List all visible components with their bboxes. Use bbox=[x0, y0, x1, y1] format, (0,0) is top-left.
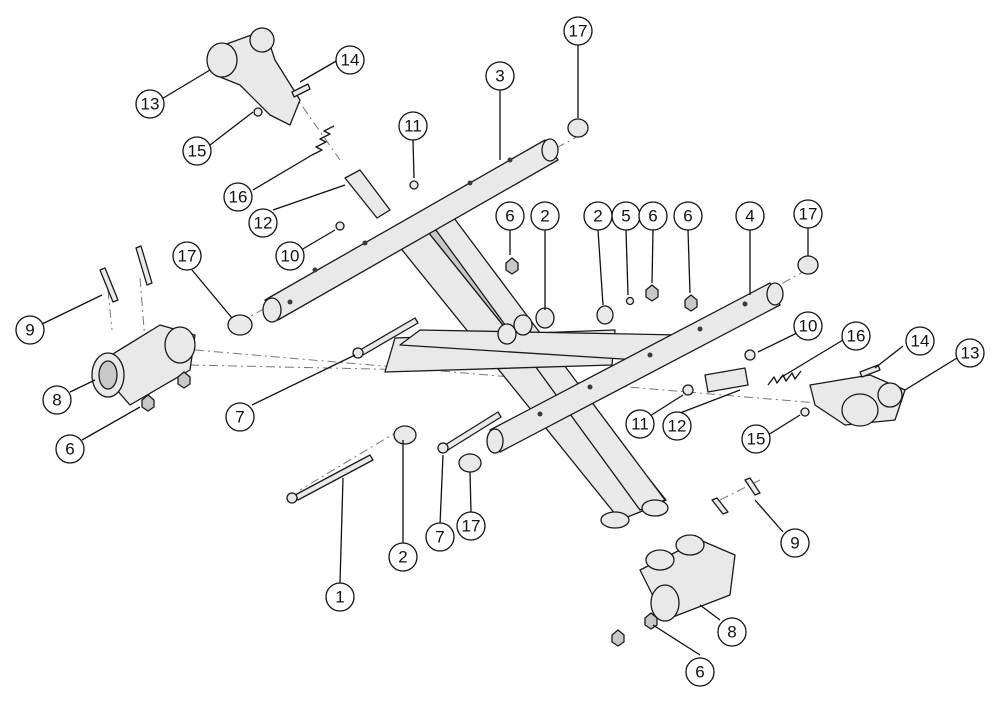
callout-number: 6 bbox=[505, 207, 514, 226]
callout-number: 6 bbox=[648, 207, 657, 226]
side-tube-3 bbox=[262, 138, 559, 323]
callout-2c: 2 bbox=[583, 201, 613, 231]
callout-number: 12 bbox=[254, 214, 273, 233]
callout-number: 13 bbox=[961, 344, 980, 363]
callout-7a: 7 bbox=[225, 402, 255, 432]
callout-8a: 8 bbox=[42, 385, 72, 415]
callout-number: 11 bbox=[631, 415, 649, 434]
callout-number: 14 bbox=[911, 332, 930, 351]
callout-number: 2 bbox=[540, 207, 549, 226]
callout-number: 2 bbox=[593, 207, 602, 226]
callout-number: 6 bbox=[695, 663, 704, 682]
callout-4: 4 bbox=[735, 201, 765, 231]
callout-number: 1 bbox=[335, 588, 344, 607]
callout-12b: 12 bbox=[662, 411, 692, 441]
callout-6b: 6 bbox=[638, 201, 668, 231]
callouts: 1 2 2 2 2 3 4 5 6 6 6 6 6 6 7 7 8 8 9 9 … bbox=[15, 16, 985, 687]
callout-17b: 17 bbox=[172, 241, 202, 271]
callout-number: 16 bbox=[229, 188, 248, 207]
callout-number: 17 bbox=[569, 22, 588, 41]
latch-pins bbox=[344, 169, 749, 393]
callout-13a: 13 bbox=[135, 89, 165, 119]
callout-16b: 16 bbox=[841, 321, 871, 351]
callout-number: 13 bbox=[141, 95, 160, 114]
callout-number: 14 bbox=[341, 51, 360, 70]
callout-1: 1 bbox=[325, 582, 355, 612]
callout-number: 6 bbox=[683, 207, 692, 226]
callout-10a: 10 bbox=[275, 241, 305, 271]
release-lever-lower bbox=[809, 374, 906, 427]
callout-17d: 17 bbox=[456, 511, 486, 541]
callout-number: 6 bbox=[65, 440, 74, 459]
callout-number: 15 bbox=[747, 430, 766, 449]
callout-6d: 6 bbox=[55, 434, 85, 464]
callout-13b: 13 bbox=[955, 338, 985, 368]
long-bolts bbox=[286, 317, 502, 504]
hinge-block-right bbox=[639, 534, 736, 622]
callout-15a: 15 bbox=[182, 136, 212, 166]
leader-lines bbox=[39, 45, 958, 656]
callout-9a: 9 bbox=[15, 315, 45, 345]
callout-number: 4 bbox=[745, 207, 754, 226]
callout-6a: 6 bbox=[495, 201, 525, 231]
callout-12a: 12 bbox=[248, 208, 278, 238]
callout-number: 5 bbox=[621, 207, 630, 226]
callout-17c: 17 bbox=[793, 199, 823, 229]
callout-number: 15 bbox=[188, 142, 207, 161]
callout-number: 11 bbox=[404, 117, 422, 136]
callout-number: 17 bbox=[799, 205, 818, 224]
callout-14b: 14 bbox=[905, 326, 935, 356]
callout-6e: 6 bbox=[685, 657, 715, 687]
callout-number: 8 bbox=[727, 623, 736, 642]
hinge-pins bbox=[99, 245, 761, 515]
cross-brace-tubes bbox=[384, 209, 681, 529]
callout-number: 17 bbox=[178, 247, 197, 266]
callout-number: 7 bbox=[235, 408, 244, 427]
callout-number: 16 bbox=[847, 327, 866, 346]
callout-number: 10 bbox=[799, 317, 818, 336]
callout-2b: 2 bbox=[530, 201, 560, 231]
callout-number: 17 bbox=[462, 517, 481, 536]
callout-7b: 7 bbox=[425, 522, 455, 552]
callout-8b: 8 bbox=[717, 617, 747, 647]
callout-2a: 2 bbox=[388, 542, 418, 572]
hinge-block-left bbox=[91, 324, 196, 406]
callout-11a: 11 bbox=[398, 111, 428, 141]
callout-number: 8 bbox=[52, 391, 61, 410]
callout-number: 9 bbox=[790, 534, 799, 553]
end-caps bbox=[227, 118, 819, 473]
callout-17a: 17 bbox=[563, 16, 593, 46]
callout-5: 5 bbox=[611, 201, 641, 231]
callout-9b: 9 bbox=[780, 528, 810, 558]
callout-6c: 6 bbox=[673, 201, 703, 231]
springs bbox=[311, 125, 802, 386]
callout-16a: 16 bbox=[223, 182, 253, 212]
callout-3: 3 bbox=[485, 61, 515, 91]
callout-number: 12 bbox=[668, 417, 687, 436]
callout-number: 10 bbox=[281, 247, 300, 266]
side-tube-4 bbox=[486, 282, 784, 454]
callout-11b: 11 bbox=[625, 409, 655, 439]
callout-14a: 14 bbox=[335, 45, 365, 75]
small-hardware bbox=[141, 83, 881, 647]
callout-15b: 15 bbox=[741, 424, 771, 454]
callout-number: 7 bbox=[435, 528, 444, 547]
callout-number: 9 bbox=[25, 321, 34, 340]
callout-number: 3 bbox=[495, 67, 504, 86]
callout-10b: 10 bbox=[793, 311, 823, 341]
callout-number: 2 bbox=[398, 548, 407, 567]
release-lever-upper bbox=[206, 27, 301, 126]
